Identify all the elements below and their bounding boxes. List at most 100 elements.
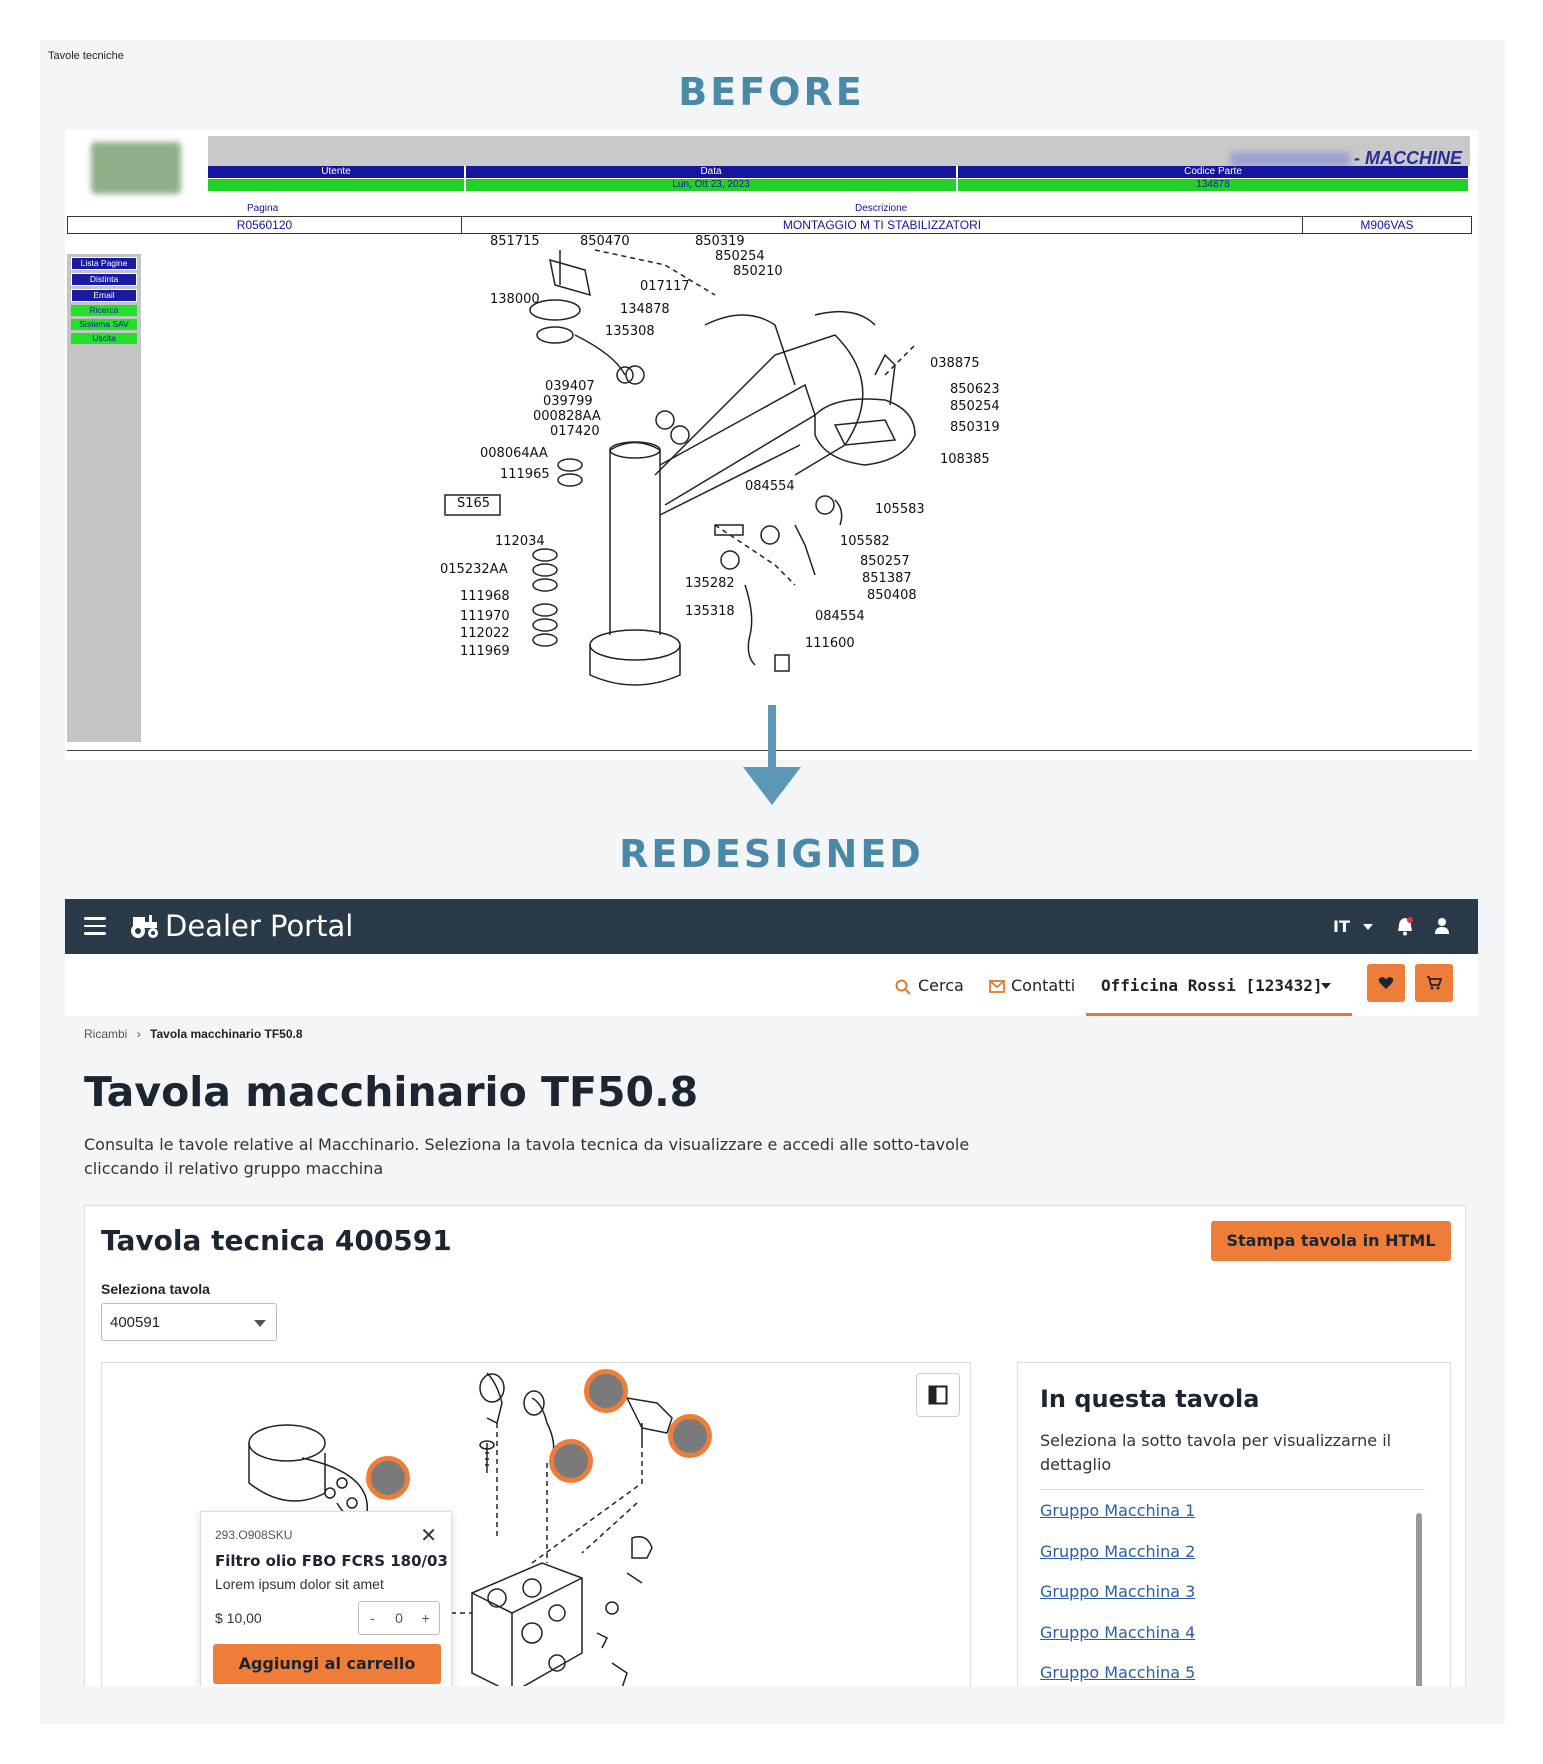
heart-icon: [1378, 977, 1394, 989]
legacy-title-bar: - MACCHINE: [208, 136, 1470, 169]
account-underline: [1086, 1013, 1352, 1016]
svg-text:850623: 850623: [950, 382, 1000, 397]
svg-text:000828AA: 000828AA: [533, 409, 601, 424]
legacy-value-codice: 134878: [958, 179, 1470, 191]
favorites-button[interactable]: [1367, 964, 1405, 1002]
list-item: Gruppo Macchina 4: [1040, 1623, 1195, 1664]
chevron-down-icon: [1321, 983, 1331, 989]
page-title: Tavola macchinario TF50.8: [84, 1068, 699, 1116]
chevron-right-icon: ›: [136, 1027, 141, 1041]
part-sku: 293.O908SKU: [215, 1528, 293, 1542]
legacy-info-row: R0560120 MONTAGGIO M TI STABILIZZATORI M…: [67, 216, 1472, 234]
svg-text:008064AA: 008064AA: [480, 446, 548, 461]
add-to-cart-button[interactable]: Aggiungi al carrello: [213, 1644, 441, 1684]
menu-icon[interactable]: [84, 917, 106, 940]
scrollbar[interactable]: [1416, 1513, 1422, 1686]
legacy-menu-sistema-sav[interactable]: Sistema SAV: [71, 319, 137, 330]
sub-navbar: Cerca Contatti Officina Rossi [123432]: [65, 954, 1478, 1016]
legacy-label-pagina: Pagina: [247, 203, 279, 214]
group-link-5[interactable]: Gruppo Macchina 5: [1040, 1663, 1196, 1682]
svg-text:S165: S165: [457, 496, 490, 511]
table-select[interactable]: 400591: [101, 1303, 277, 1341]
legacy-menu-email[interactable]: Email: [71, 289, 137, 302]
quantity-increment-button[interactable]: +: [421, 1610, 430, 1626]
legacy-menu-lista-pagine[interactable]: Lista Pagine: [71, 257, 137, 270]
diagram-hotspot[interactable]: [584, 1369, 628, 1413]
divider: [1040, 1489, 1425, 1490]
legacy-screen: - MACCHINE Utente Data Codice Parte Lun,…: [65, 130, 1478, 760]
svg-text:850319: 850319: [695, 235, 745, 249]
legacy-menu-distinta[interactable]: Distinta: [71, 273, 137, 286]
svg-text:111970: 111970: [460, 609, 510, 624]
table-select-value: 400591: [110, 1314, 161, 1331]
close-icon[interactable]: ✕: [420, 1525, 437, 1547]
cart-icon: [1427, 976, 1442, 990]
legacy-menu-ricerca[interactable]: Ricerca: [71, 305, 137, 316]
legacy-logo: [91, 142, 181, 194]
group-link-2[interactable]: Gruppo Macchina 2: [1040, 1541, 1196, 1561]
legacy-pagina: R0560120: [68, 217, 462, 233]
group-link-3[interactable]: Gruppo Macchina 3: [1040, 1582, 1196, 1601]
cart-button[interactable]: [1415, 964, 1453, 1002]
down-arrow-icon: [743, 705, 801, 805]
legacy-header-data: Data: [466, 166, 958, 178]
legacy-header-utente: Utente: [208, 166, 466, 178]
redesigned-title: REDESIGNED: [619, 832, 924, 876]
svg-text:038875: 038875: [930, 356, 980, 371]
brand-name[interactable]: Dealer Portal: [165, 909, 354, 943]
legacy-menu-uscita[interactable]: Uscita: [71, 333, 137, 344]
quantity-decrement-button[interactable]: -: [370, 1610, 375, 1626]
user-icon[interactable]: [1433, 917, 1451, 935]
svg-text:851387: 851387: [862, 571, 912, 586]
legacy-descrizione: MONTAGGIO M TI STABILIZZATORI: [462, 217, 1303, 233]
subtable-title: In questa tavola: [1040, 1385, 1260, 1413]
svg-text:135308: 135308: [605, 324, 655, 339]
part-name: Filtro olio FBO FCRS 180/03: [215, 1552, 448, 1570]
diagram-hotspot[interactable]: [366, 1456, 410, 1500]
legacy-code: M906VAS: [1360, 218, 1414, 232]
breadcrumb-parent[interactable]: Ricambi: [84, 1027, 128, 1041]
part-popup: 293.O908SKU ✕ Filtro olio FBO FCRS 180/0…: [200, 1511, 452, 1686]
part-description: Lorem ipsum dolor sit amet: [215, 1576, 384, 1592]
svg-text:105583: 105583: [875, 502, 925, 517]
chevron-down-icon: [254, 1320, 266, 1327]
parts-diagram: [248, 1372, 673, 1686]
contacts-link[interactable]: Contatti: [1011, 976, 1076, 995]
panel-toggle-button[interactable]: [916, 1373, 960, 1417]
legacy-brand: - MACCHINE: [1230, 148, 1462, 169]
diagram-hotspot[interactable]: [549, 1439, 593, 1483]
account-selector[interactable]: Officina Rossi [123432]: [1101, 976, 1323, 995]
legacy-value-data: Lun, Ott 23, 2023: [466, 179, 958, 191]
technical-table-card: Tavola tecnica 400591 Stampa tavola in H…: [84, 1205, 1466, 1686]
legacy-value-row: Lun, Ott 23, 2023 134878: [208, 179, 1470, 191]
language-selector[interactable]: IT: [1333, 917, 1350, 936]
print-html-button[interactable]: Stampa tavola in HTML: [1211, 1221, 1451, 1261]
breadcrumb: Ricambi › Tavola macchinario TF50.8: [84, 1027, 303, 1041]
group-link-1[interactable]: Gruppo Macchina 1: [1040, 1501, 1196, 1520]
svg-text:111965: 111965: [500, 467, 550, 482]
svg-text:039799: 039799: [543, 394, 593, 409]
quantity-value[interactable]: 0: [395, 1610, 403, 1626]
diagram-viewer[interactable]: 293.O908SKU ✕ Filtro olio FBO FCRS 180/0…: [101, 1362, 971, 1686]
panel-toggle-icon: [928, 1385, 948, 1405]
group-link-4[interactable]: Gruppo Macchina 4: [1040, 1622, 1196, 1642]
svg-text:111600: 111600: [805, 636, 855, 651]
chevron-down-icon: [1363, 924, 1373, 930]
quantity-stepper: - 0 +: [358, 1601, 440, 1635]
diagram-hotspot[interactable]: [668, 1414, 712, 1458]
search-link[interactable]: Cerca: [918, 976, 964, 995]
breadcrumb-current: Tavola macchinario TF50.8: [150, 1027, 303, 1041]
select-label: Seleziona tavola: [101, 1281, 210, 1297]
bell-icon[interactable]: [1395, 916, 1415, 936]
legacy-label-descrizione: Descrizione: [855, 203, 908, 214]
mail-icon: [989, 980, 1005, 993]
svg-text:850408: 850408: [867, 588, 917, 603]
list-item: Gruppo Macchina 2: [1040, 1542, 1195, 1583]
svg-text:112022: 112022: [460, 626, 510, 641]
legacy-sidebar: Lista Pagine Distinta Email Ricerca Sist…: [67, 254, 141, 742]
subtable-list: Gruppo Macchina 1 Gruppo Macchina 2 Grup…: [1040, 1501, 1195, 1686]
svg-text:111969: 111969: [460, 644, 510, 659]
svg-text:017420: 017420: [550, 424, 600, 439]
svg-text:111968: 111968: [460, 589, 510, 604]
